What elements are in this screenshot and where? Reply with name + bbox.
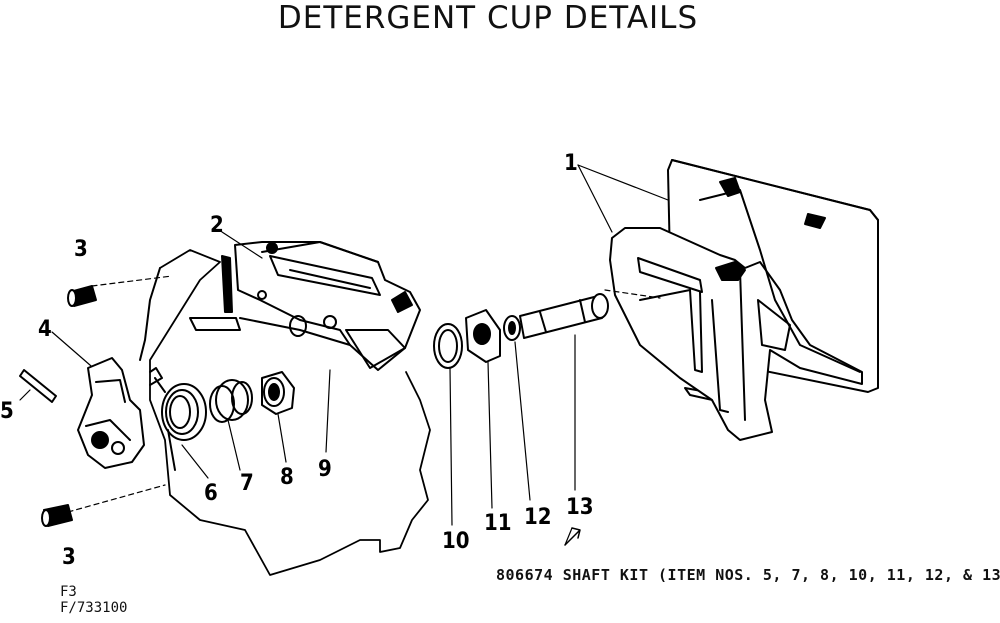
part-number-leaders bbox=[181, 334, 576, 526]
part-number-9: 9 bbox=[318, 457, 332, 482]
screw-top bbox=[67, 285, 97, 307]
part-number-10: 10 bbox=[442, 529, 470, 554]
shaft-kit-note: 806674 SHAFT KIT (ITEM NOS. 5, 7, 8, 10,… bbox=[496, 566, 1000, 584]
cam-washer bbox=[465, 309, 501, 363]
part-number-4: 4 bbox=[38, 317, 52, 342]
part-number-12: 12 bbox=[524, 505, 552, 530]
part-number-2: 2 bbox=[210, 213, 224, 238]
detergent-cup-housing bbox=[609, 189, 863, 441]
torsion-spring bbox=[154, 377, 207, 471]
flat-washer bbox=[503, 315, 521, 341]
reference-code-figure: F/733100 bbox=[60, 600, 128, 616]
shaft bbox=[519, 293, 609, 339]
part-number-3-top: 3 bbox=[74, 237, 88, 262]
lever bbox=[77, 357, 163, 469]
part-number-1: 1 bbox=[564, 151, 578, 176]
part-number-7: 7 bbox=[240, 471, 254, 496]
part-number-3-bottom: 3 bbox=[62, 545, 76, 570]
mounting-panel bbox=[139, 249, 431, 576]
reference-code-f3: F3 bbox=[60, 584, 77, 600]
part-number-6: 6 bbox=[204, 481, 218, 506]
screw-bottom bbox=[41, 504, 73, 527]
diagram-title: DETERGENT CUP DETAILS bbox=[277, 0, 699, 36]
part-number-13: 13 bbox=[566, 495, 594, 520]
compression-spring bbox=[209, 379, 253, 423]
pin bbox=[19, 369, 57, 403]
hex-nut bbox=[261, 371, 295, 415]
bracket-housing bbox=[189, 241, 421, 371]
o-ring bbox=[433, 323, 463, 369]
part-number-8: 8 bbox=[280, 465, 294, 490]
leader-lines bbox=[19, 164, 669, 546]
part-number-11: 11 bbox=[484, 511, 512, 536]
kit-arrow bbox=[564, 527, 581, 546]
part-number-5: 5 bbox=[0, 399, 14, 424]
